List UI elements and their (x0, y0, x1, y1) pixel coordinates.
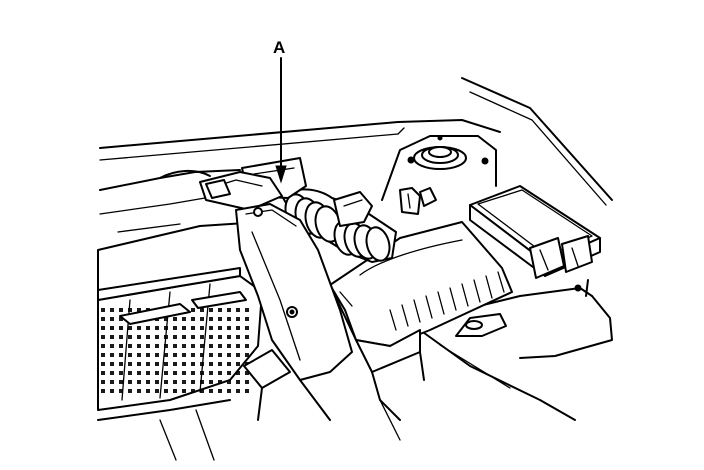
air-duct-inlet (199, 157, 307, 211)
strut-tower (381, 135, 497, 201)
hood-outline (99, 77, 613, 206)
wiring-clip (399, 187, 437, 215)
callout-a: A (273, 38, 287, 184)
battery-tray (419, 279, 613, 421)
cowl-panel (99, 169, 241, 233)
resonator-duct (235, 203, 353, 421)
lower-engine-lines (97, 399, 401, 461)
fuse-box (469, 185, 601, 279)
callout-a-label: A (273, 38, 285, 57)
engine-cover (97, 221, 301, 411)
